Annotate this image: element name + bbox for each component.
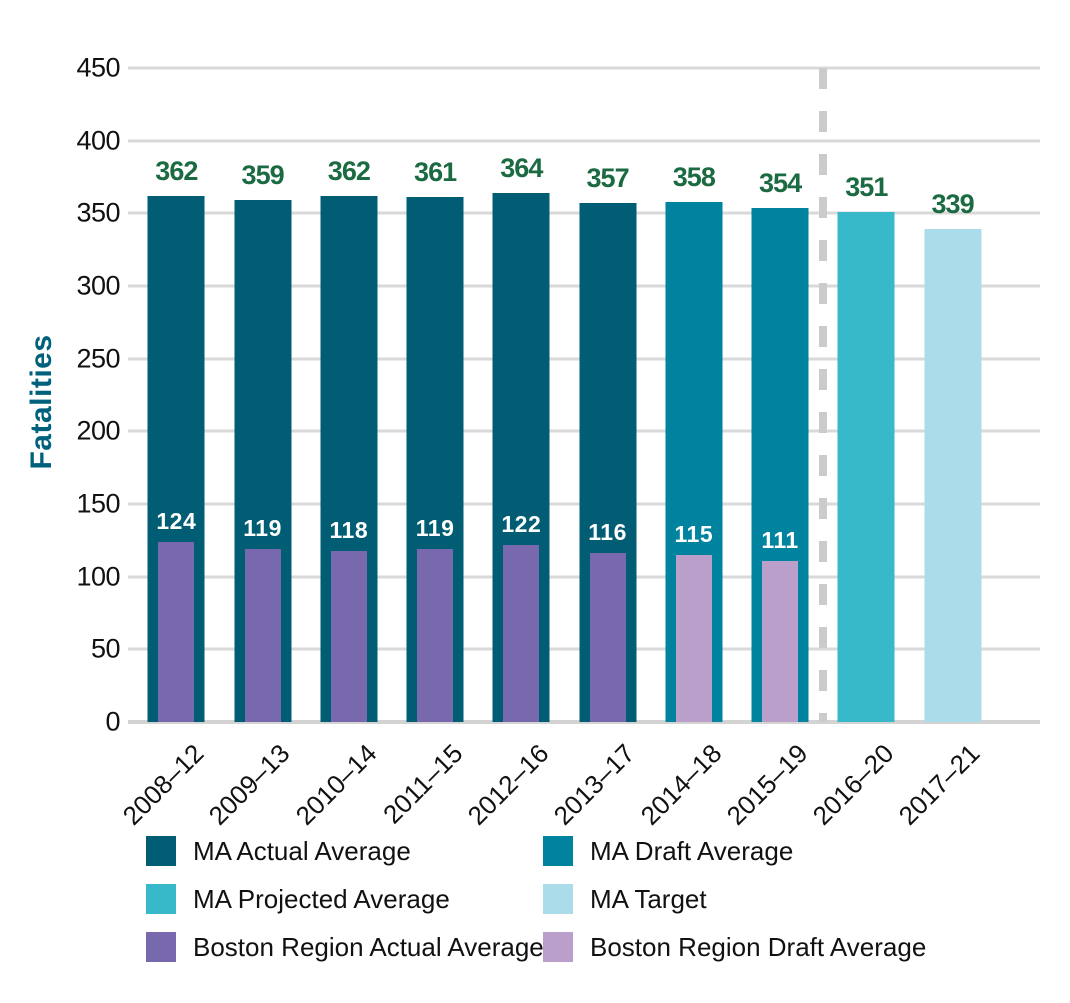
legend-item: MA Actual Average bbox=[146, 836, 543, 866]
legend-item: MA Target bbox=[543, 884, 926, 914]
boston-region-value-label: 115 bbox=[674, 520, 714, 547]
x-tick-label: 2012–16 bbox=[461, 738, 555, 831]
boston-region-value-label: 124 bbox=[156, 507, 197, 534]
legend-item: MA Projected Average bbox=[146, 884, 543, 914]
ma-value-label: 357 bbox=[586, 163, 630, 194]
boston-region-value-label: 119 bbox=[415, 515, 455, 542]
ma-value-label: 361 bbox=[414, 157, 457, 188]
legend-item: Boston Region Draft Average bbox=[543, 932, 926, 962]
ma-value-label: 351 bbox=[845, 171, 888, 202]
legend-swatch bbox=[146, 884, 176, 914]
ma-value-label: 362 bbox=[327, 155, 371, 186]
y-tick-label: 150 bbox=[76, 488, 120, 519]
x-tick-label: 2009–13 bbox=[202, 738, 296, 831]
x-axis-baseline bbox=[128, 720, 1040, 724]
ma-bar bbox=[924, 229, 982, 722]
y-tick-label: 250 bbox=[76, 343, 120, 374]
ma-value-label: 358 bbox=[672, 161, 716, 192]
y-tick-label: 350 bbox=[76, 197, 120, 228]
legend-item: MA Draft Average bbox=[543, 836, 926, 866]
x-tick-label: 2010–14 bbox=[289, 738, 383, 831]
x-tick-label: 2013–17 bbox=[547, 738, 641, 831]
ma-value-label: 339 bbox=[931, 189, 975, 220]
y-tick-label: 0 bbox=[105, 706, 120, 737]
x-tick-label: 2015–19 bbox=[720, 738, 814, 831]
y-axis-tick-labels: 0 50 100 150 200 250 300 350 400 450 bbox=[0, 53, 121, 737]
boston-region-bar bbox=[158, 541, 195, 722]
legend-swatch bbox=[146, 836, 176, 866]
x-tick-label: 2008–12 bbox=[116, 738, 210, 831]
gridline bbox=[128, 66, 1040, 70]
projection-divider-dashed-line bbox=[819, 68, 828, 722]
boston-region-bar bbox=[675, 554, 712, 722]
x-tick-label: 2017–21 bbox=[892, 738, 986, 831]
boston-region-bar bbox=[330, 550, 367, 722]
boston-region-bar bbox=[417, 549, 454, 722]
legend-label: MA Actual Average bbox=[193, 835, 411, 866]
legend-item: Boston Region Actual Average bbox=[146, 931, 544, 962]
legend-label: Boston Region Draft Average bbox=[590, 931, 927, 962]
gridline bbox=[128, 139, 1040, 143]
y-tick-label: 100 bbox=[76, 561, 120, 592]
legend-swatch bbox=[543, 884, 573, 914]
boston-region-value-label: 119 bbox=[243, 515, 282, 542]
legend-label: MA Projected Average bbox=[193, 883, 450, 914]
x-tick-label: 2014–18 bbox=[634, 738, 728, 831]
boston-region-value-label: 116 bbox=[588, 519, 627, 546]
y-tick-label: 400 bbox=[76, 125, 120, 156]
boston-region-bar bbox=[762, 560, 799, 722]
legend-label: MA Draft Average bbox=[590, 835, 794, 866]
plot-area: 362 124 2008–12 359 119 2009–13 362 118 2010–14 3… bbox=[117, 66, 1040, 831]
boston-region-bar bbox=[244, 549, 281, 722]
y-tick-label: 300 bbox=[76, 270, 120, 301]
ma-value-label: 362 bbox=[155, 155, 198, 186]
legend-swatch bbox=[543, 932, 573, 962]
y-tick-label: 200 bbox=[76, 415, 120, 446]
ma-value-label: 354 bbox=[759, 167, 802, 198]
boston-region-bar bbox=[589, 553, 626, 722]
ma-value-label: 364 bbox=[500, 153, 543, 183]
ma-bar bbox=[837, 211, 895, 722]
legend-label: Boston Region Actual Average bbox=[193, 931, 544, 962]
boston-region-value-label: 118 bbox=[329, 516, 369, 543]
y-tick-label: 450 bbox=[76, 52, 120, 83]
legend: MA Actual Average MA Draft Average MA Proj… bbox=[146, 836, 926, 962]
boston-region-value-label: 122 bbox=[501, 510, 542, 537]
x-tick-label: 2016–20 bbox=[806, 738, 900, 831]
legend-label: MA Target bbox=[590, 883, 707, 914]
ma-value-label: 359 bbox=[241, 160, 285, 191]
boston-region-bar bbox=[503, 544, 540, 722]
x-tick-label: 2011–15 bbox=[376, 738, 469, 830]
legend-swatch bbox=[146, 932, 176, 962]
y-tick-label: 50 bbox=[90, 633, 121, 664]
legend-swatch bbox=[543, 836, 573, 866]
boston-region-value-label: 111 bbox=[761, 526, 799, 553]
